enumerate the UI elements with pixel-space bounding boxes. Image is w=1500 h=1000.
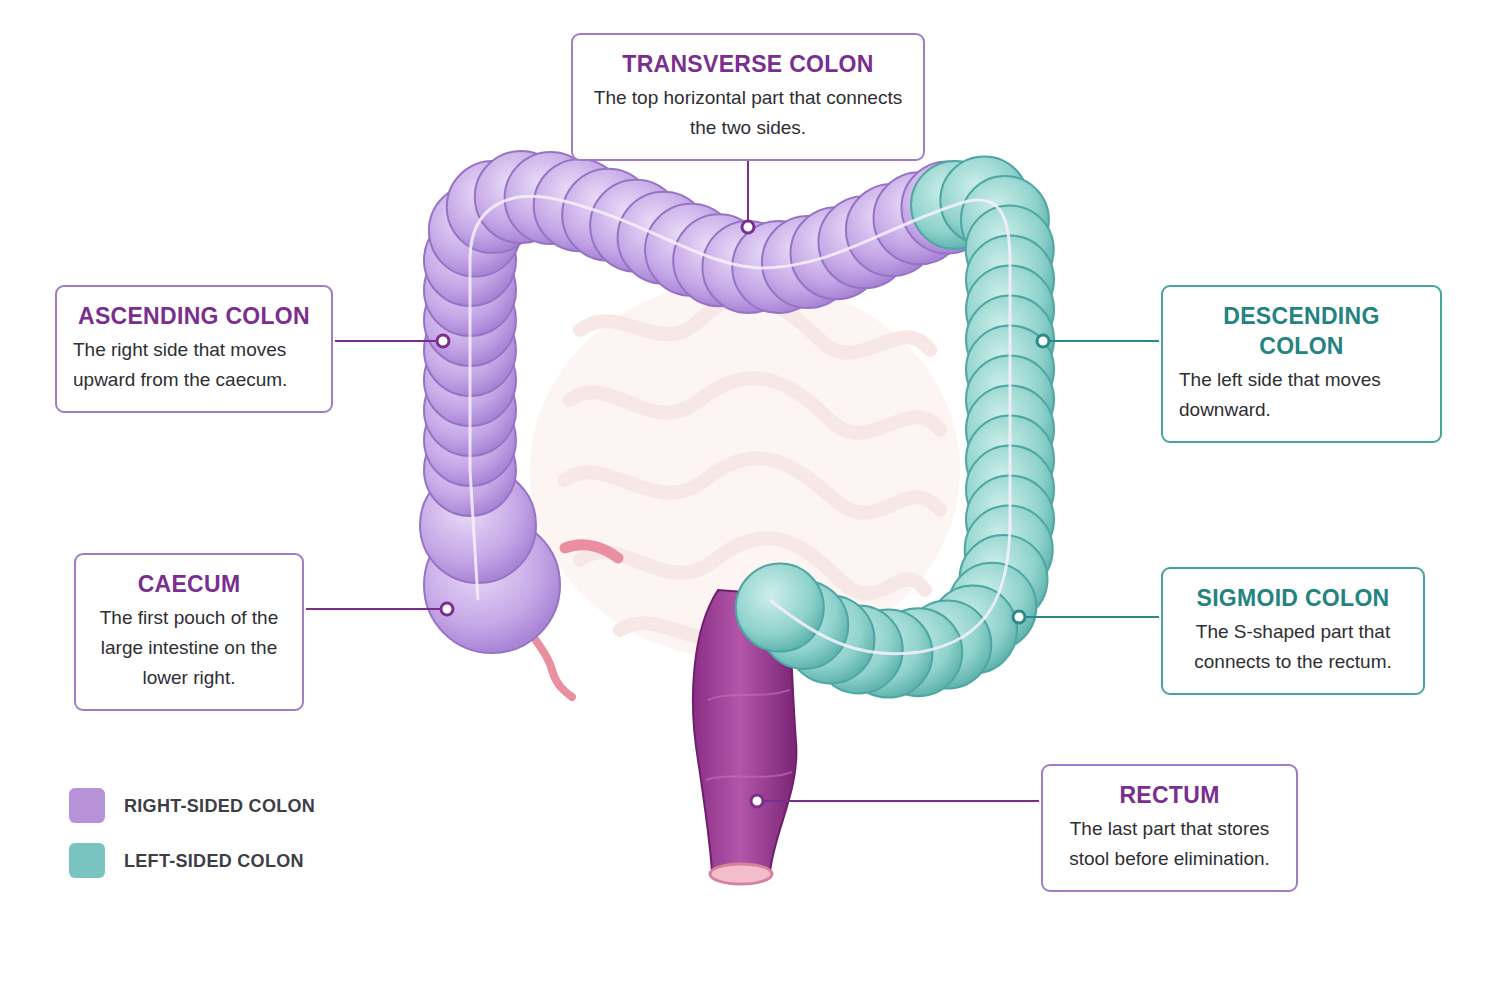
leader-dot — [441, 603, 453, 615]
callout-heading: SIGMOID COLON — [1179, 583, 1407, 613]
leader-dot — [742, 221, 754, 233]
leader-dot — [437, 335, 449, 347]
intestine-loop — [570, 378, 940, 433]
callout-description: The S-shaped part that connects to the r… — [1179, 617, 1407, 677]
transverse-callout: TRANSVERSE COLON The top horizontal part … — [571, 33, 925, 161]
callout-heading: DESCENDING COLON — [1179, 301, 1424, 361]
right-colon — [420, 151, 994, 653]
callout-heading: ASCENDING COLON — [73, 301, 315, 331]
legend-label: LEFT-SIDED COLON — [124, 850, 304, 872]
callout-description: The top horizontal part that connects th… — [589, 83, 907, 143]
legend-label: RIGHT-SIDED COLON — [124, 795, 315, 817]
leader-line — [764, 800, 1039, 802]
leader-line — [1026, 616, 1159, 618]
rectum-fold — [708, 690, 790, 700]
ileum — [565, 545, 618, 558]
rectum-callout: RECTUM The last part that stores stool be… — [1041, 764, 1298, 892]
descending-callout: DESCENDING COLONThe left side that moves… — [1161, 285, 1442, 443]
leader-line — [1050, 340, 1159, 342]
intestine-loop — [565, 458, 940, 513]
legend-swatch — [69, 788, 105, 823]
anal-ring — [710, 864, 772, 884]
leader-dot — [1037, 335, 1049, 347]
small-intestine-ground — [530, 280, 960, 660]
ascending-callout: ASCENDING COLON The right side that moves… — [55, 285, 333, 413]
callout-description: The left side that moves downward. — [1179, 365, 1424, 425]
callout-description: The right side that moves upward from th… — [73, 335, 315, 395]
leader-dot — [1013, 611, 1025, 623]
small-intestine — [530, 280, 960, 660]
leader-lines — [306, 154, 1159, 807]
callout-heading: RECTUM — [1059, 780, 1280, 810]
left-colon — [736, 156, 1054, 697]
caecum-callout: CAECUM The first pouch of the large intes… — [74, 553, 304, 711]
callout-description: The first pouch of the large intestine o… — [92, 603, 286, 693]
callout-heading: CAECUM — [92, 569, 286, 599]
rectum-fold — [706, 772, 792, 780]
callout-heading: TRANSVERSE COLON — [589, 49, 907, 79]
taenia-line — [470, 196, 1010, 653]
sigmoid-callout: SIGMOID COLON The S-shaped part that conn… — [1161, 567, 1425, 695]
legend-swatch — [69, 843, 105, 878]
leader-line — [747, 154, 749, 220]
callout-description: The last part that stores stool before e… — [1059, 814, 1280, 874]
leader-line — [306, 608, 440, 610]
leader-line — [335, 340, 436, 342]
leader-dot — [751, 795, 763, 807]
